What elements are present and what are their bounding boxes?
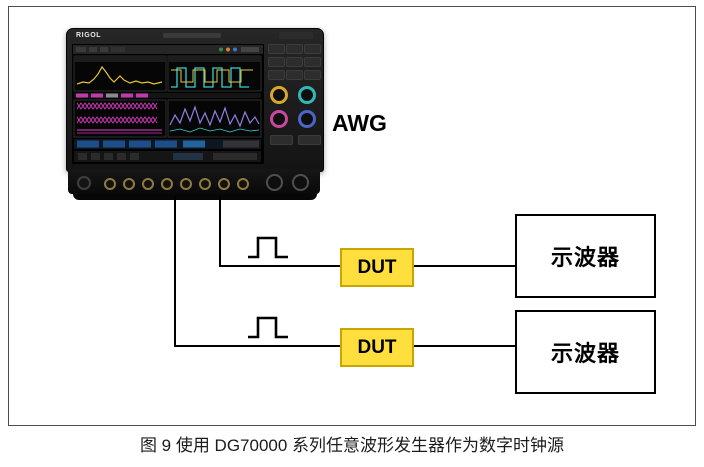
panel-button[interactable]	[286, 44, 303, 54]
oscilloscope1-box: 示波器	[515, 214, 656, 298]
awg-control-panel	[268, 44, 322, 164]
output-connector-row	[104, 178, 249, 190]
awg-label: AWG	[332, 110, 387, 136]
figure-caption: 图 9 使用 DG70000 系列任意波形发生器作为数字时钟源	[139, 436, 565, 455]
panel-button[interactable]	[268, 44, 285, 54]
oscilloscope2-label: 示波器	[550, 341, 620, 366]
oscilloscope1-label: 示波器	[550, 245, 620, 270]
panel-button[interactable]	[268, 70, 285, 80]
waveform-panel-purple	[167, 99, 262, 138]
awg-screen-graphics	[73, 45, 263, 163]
signal-line-1-vertical	[219, 196, 221, 267]
bnc-connector[interactable]	[161, 178, 173, 190]
signal-line-2-to-scope	[411, 345, 515, 347]
screen-toolbar	[73, 45, 263, 54]
panel-button[interactable]	[304, 44, 321, 54]
knob-magenta[interactable]	[270, 110, 288, 128]
awg-base	[73, 194, 317, 200]
bnc-connector[interactable]	[237, 178, 249, 190]
bnc-connector[interactable]	[218, 178, 230, 190]
awg-bezel-indicator	[279, 32, 313, 39]
screen-bottom-bar	[74, 139, 261, 162]
bnc-connector[interactable]	[180, 178, 192, 190]
panel-button[interactable]	[270, 135, 293, 145]
awg-front-panel	[68, 170, 320, 194]
awg-bezel-logo	[163, 33, 221, 38]
waveform-panel-square	[167, 55, 262, 92]
awg-knob-grid	[270, 86, 322, 128]
oscilloscope2-box: 示波器	[515, 310, 656, 394]
dut1-box: DUT	[340, 248, 414, 287]
knob-cyan[interactable]	[298, 86, 316, 104]
waveform-panel-bus	[73, 99, 167, 138]
awg-brand-logo: RIGOL	[76, 32, 102, 39]
signal-line-2-vertical	[174, 196, 176, 347]
bnc-connector[interactable]	[199, 178, 211, 190]
bnc-connector[interactable]	[142, 178, 154, 190]
panel-button[interactable]	[286, 57, 303, 67]
square-pulse-icon	[248, 236, 288, 259]
awg-lower-buttons	[270, 135, 322, 145]
signal-line-2-horizontal	[174, 345, 340, 347]
bnc-connector-large[interactable]	[292, 174, 309, 191]
awg-device: RIGOL	[66, 28, 324, 200]
power-button[interactable]	[77, 176, 91, 190]
knob-blue[interactable]	[298, 110, 316, 128]
signal-line-1-horizontal	[219, 265, 340, 267]
bnc-connector[interactable]	[104, 178, 116, 190]
screen-tag-strip	[74, 93, 261, 98]
panel-button[interactable]	[304, 70, 321, 80]
square-pulse-icon	[248, 316, 288, 339]
panel-button[interactable]	[286, 70, 303, 80]
dut1-label: DUT	[357, 256, 397, 278]
awg-button-grid	[268, 44, 322, 80]
panel-button[interactable]	[304, 57, 321, 67]
signal-line-1-to-scope	[411, 265, 515, 267]
awg-device-body: RIGOL	[66, 28, 324, 172]
panel-button[interactable]	[298, 135, 321, 145]
dut2-box: DUT	[340, 328, 414, 367]
panel-button[interactable]	[268, 57, 285, 67]
bnc-connector[interactable]	[123, 178, 135, 190]
awg-screen	[72, 44, 264, 164]
dut2-label: DUT	[357, 336, 397, 358]
knob-yellow[interactable]	[270, 86, 288, 104]
bnc-connector-large[interactable]	[266, 174, 283, 191]
waveform-panel-yellow	[73, 55, 167, 92]
